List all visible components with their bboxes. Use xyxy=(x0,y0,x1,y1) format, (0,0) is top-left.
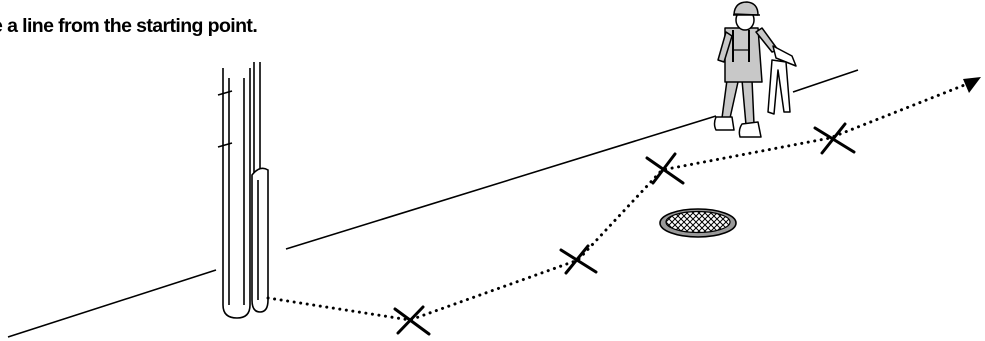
worker-with-locator-icon xyxy=(713,1,797,138)
x-marker-icon xyxy=(645,152,685,185)
x-marker-icon xyxy=(393,305,431,336)
x-marker-icon xyxy=(559,244,598,275)
road-edge-far-2 xyxy=(792,69,859,93)
instruction-caption: e a line from the starting point. xyxy=(0,15,258,37)
road-edge-lines xyxy=(7,69,859,338)
x-marker-icon xyxy=(813,122,856,155)
arrow-head-icon xyxy=(963,77,981,93)
trace-path xyxy=(266,82,969,322)
road-edge-near xyxy=(7,269,217,338)
manhole-cover-icon xyxy=(659,208,737,238)
road-edge-far xyxy=(285,115,717,250)
utility-pole-icon xyxy=(217,62,269,319)
